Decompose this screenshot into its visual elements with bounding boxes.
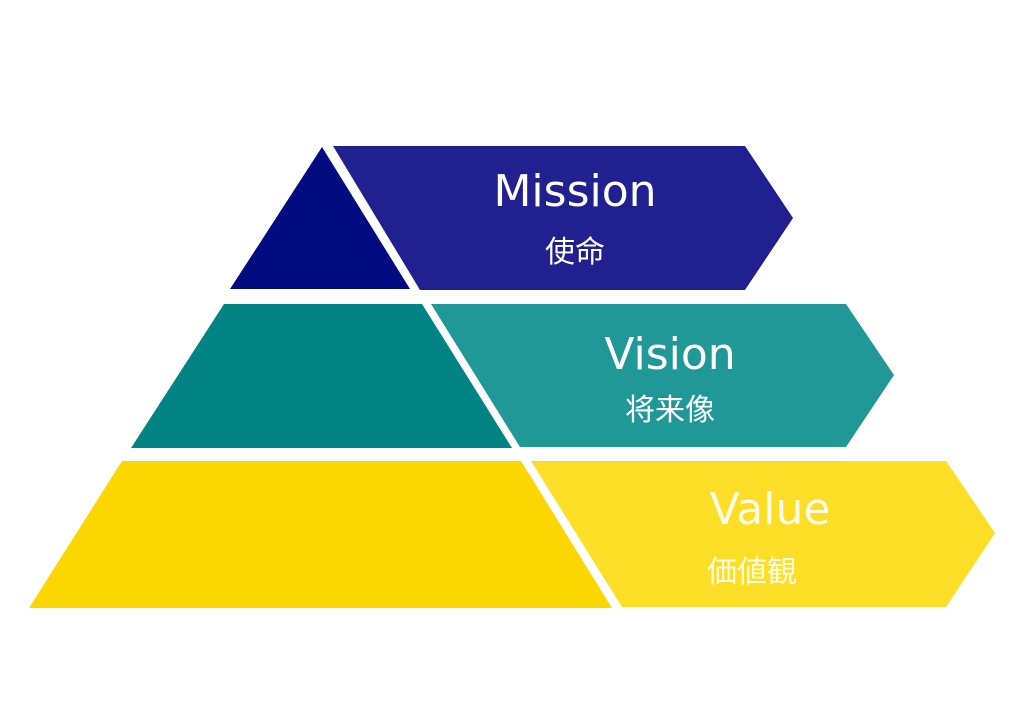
mission-title: Mission [493,166,656,217]
value-title: Value [710,484,831,535]
vision-arrow-banner [431,304,894,447]
value-subtitle: 価値観 [707,555,797,590]
mission-arrow-banner [333,146,793,290]
vision-pyramid-segment [131,304,512,448]
value-arrow-banner [531,461,995,607]
tier-value: Value 価値観 [29,461,995,608]
tier-vision: Vision 将来像 [131,304,894,448]
mission-pyramid-segment [230,147,410,289]
vision-title: Vision [604,329,735,380]
mission-subtitle: 使命 [545,235,605,270]
vision-subtitle: 将来像 [625,393,715,428]
tier-mission: Mission 使命 [230,146,793,290]
value-pyramid-segment [29,461,612,608]
